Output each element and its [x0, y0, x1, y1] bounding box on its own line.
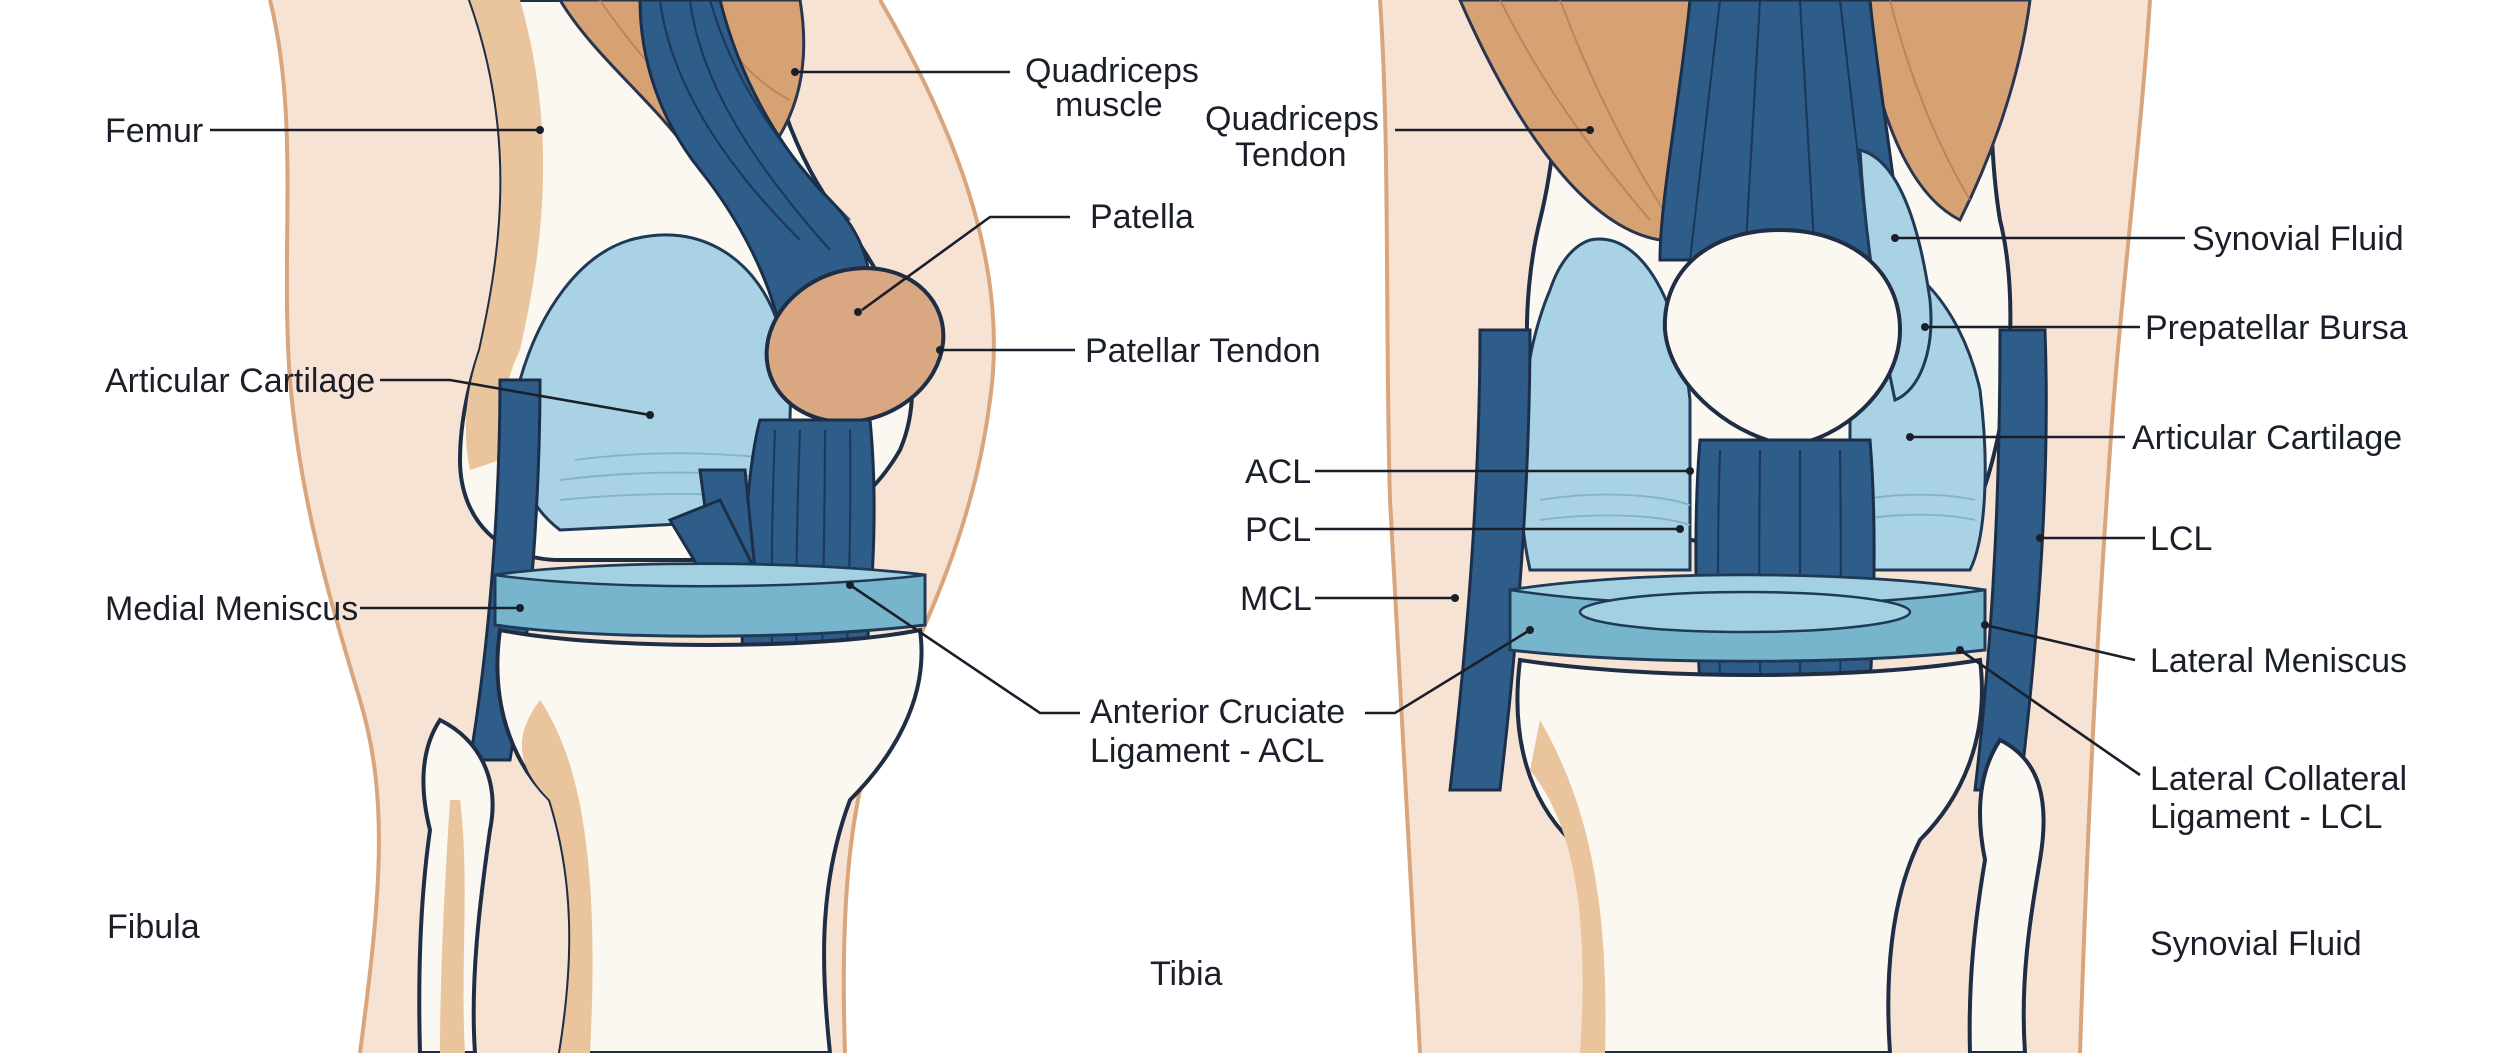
label-lateral-collateral-2: Ligament - LCL	[2150, 798, 2382, 836]
leader-mcl-dot	[1451, 594, 1459, 602]
left-patella	[764, 266, 946, 424]
leader-articular-cartilage	[380, 378, 651, 417]
right-quadriceps-fibers	[1499, 0, 1971, 221]
left-leader-lines	[210, 68, 1080, 715]
leader-lateral-collateral	[1959, 648, 2141, 777]
leader-synovial-fluid-top-dot	[1891, 234, 1899, 242]
leader-acl-right-dot	[1686, 467, 1694, 475]
leader-acl	[849, 583, 1080, 715]
label-patella: Patella	[1090, 198, 1194, 236]
label-acl-1: Anterior Cruciate	[1090, 693, 1345, 731]
left-tibia-shade	[521, 700, 593, 1053]
label-patellar-tendon: Patellar Tendon	[1085, 332, 1321, 370]
label-quadriceps-muscle-1: Quadriceps	[1025, 52, 1199, 90]
left-patella-marker	[854, 308, 862, 316]
right-labels: Quadriceps Tendon Synovial Fluid Prepate…	[1205, 100, 2408, 963]
left-leg-front-edge	[841, 0, 996, 1053]
label-synovial-fluid-top: Synovial Fluid	[2192, 220, 2404, 258]
leader-patellar-tendon-dot	[936, 346, 944, 354]
left-labels: Femur Quadriceps muscle Patella Patellar…	[105, 52, 1345, 993]
right-leader-lines	[1315, 126, 2185, 777]
label-pcl: PCL	[1245, 511, 1311, 549]
left-meniscus-top	[494, 562, 926, 588]
left-leg-back-edge	[268, 0, 381, 1053]
leader-acl-dot	[846, 581, 854, 589]
right-meniscus-opening	[1578, 590, 1912, 634]
leader-articular-cartilage-dot	[646, 411, 654, 419]
right-fibula	[1967, 737, 2046, 1053]
leader-acl-right-lower-dot	[1526, 626, 1534, 634]
label-articular-cartilage-left: Articular Cartilage	[105, 362, 375, 400]
label-medial-meniscus: Medial Meniscus	[105, 590, 358, 628]
leader-medial-meniscus-dot	[516, 604, 524, 612]
left-quadriceps-tendon-fibers	[658, 0, 851, 251]
leader-pcl-dot	[1676, 525, 1684, 533]
left-femur-shade	[465, 0, 544, 470]
right-quadriceps-tendon-fibers	[1688, 0, 1872, 261]
leader-lateral-collateral-dot	[1956, 646, 1964, 654]
label-synovial-fluid-bottom: Synovial Fluid	[2150, 925, 2362, 963]
leader-articular-cartilage-right-dot	[1906, 433, 1914, 441]
label-quadriceps-tendon-1: Quadriceps	[1205, 100, 1379, 138]
label-acl-2: Ligament - ACL	[1090, 732, 1324, 770]
right-leg-right-edge	[2078, 0, 2152, 1053]
leader-lateral-meniscus	[1984, 623, 2136, 662]
leader-lcl-dot	[2036, 534, 2044, 542]
leader-lateral-meniscus-dot	[1981, 621, 1989, 629]
left-fibula-shade	[440, 800, 465, 1053]
label-tibia: Tibia	[1150, 955, 1223, 993]
right-cartilage-lines	[1539, 493, 1976, 526]
leader-prepatellar-bursa-dot	[1921, 323, 1929, 331]
label-fibula: Fibula	[107, 908, 200, 946]
label-articular-cartilage-right: Articular Cartilage	[2132, 419, 2402, 457]
leader-quadriceps-tendon-dot	[1586, 126, 1594, 134]
label-lateral-collateral-1: Lateral Collateral	[2150, 760, 2407, 798]
label-quadriceps-tendon-2: Tendon	[1235, 136, 1347, 174]
left-knee-illustration	[268, 0, 996, 1053]
right-tibia-shade	[1530, 720, 1606, 1053]
label-lcl: LCL	[2150, 520, 2212, 558]
label-lateral-meniscus: Lateral Meniscus	[2150, 642, 2407, 680]
leader-femur-dot	[536, 126, 544, 134]
right-mcl	[1448, 328, 1532, 792]
label-femur: Femur	[105, 112, 203, 150]
leader-patella	[861, 215, 1070, 312]
right-quadriceps-tendon	[1658, 0, 1902, 262]
label-quadriceps-muscle-2: muscle	[1055, 86, 1163, 124]
label-mcl: MCL	[1240, 580, 1312, 618]
leader-acl-right-lower	[1365, 628, 1531, 715]
leader-quadriceps-muscle-dot	[791, 68, 799, 76]
right-leg-left-edge	[1378, 0, 1422, 1053]
label-acl-right: ACL	[1245, 453, 1311, 491]
label-prepatellar-bursa: Prepatellar Bursa	[2145, 309, 2408, 347]
right-knee-illustration	[1378, 0, 2152, 1053]
